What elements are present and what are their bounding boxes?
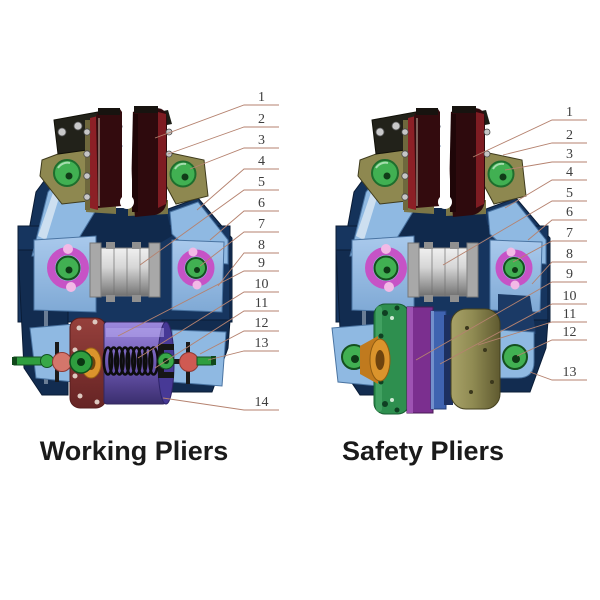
callout-number-safety-1: 1 — [566, 105, 573, 120]
callout-number-working-1: 1 — [258, 90, 265, 105]
callout-number-working-10: 10 — [255, 277, 269, 292]
callout-number-safety-5: 5 — [566, 186, 573, 201]
callout-leader-working-5 — [139, 189, 279, 266]
callout-number-safety-10: 10 — [563, 289, 577, 304]
callout-leader-working-10 — [137, 291, 279, 359]
callout-number-working-6: 6 — [258, 196, 265, 211]
callout-number-safety-6: 6 — [566, 205, 573, 220]
callout-leader-safety-2 — [502, 142, 587, 156]
callout-leader-working-13 — [207, 350, 279, 361]
callout-leader-safety-1 — [472, 119, 587, 158]
safety-pliers-bottom — [331, 294, 536, 415]
callout-leader-working-1 — [154, 104, 279, 139]
callout-number-safety-13: 13 — [563, 365, 577, 380]
callout-leader-safety-11 — [477, 321, 587, 346]
callout-leader-working-3 — [189, 147, 279, 170]
callout-number-working-12: 12 — [255, 316, 269, 331]
callout-leader-safety-3 — [504, 161, 587, 171]
callout-number-working-13: 13 — [255, 336, 269, 351]
callout-number-safety-3: 3 — [566, 147, 573, 162]
callout-number-working-11: 11 — [255, 296, 268, 311]
callout-leader-safety-5 — [442, 200, 587, 266]
coil-spring — [102, 346, 160, 376]
working-pliers-bottom — [12, 317, 227, 409]
callout-number-safety-11: 11 — [563, 307, 576, 322]
callout-number-safety-12: 12 — [563, 325, 577, 340]
callout-leader-working-4 — [196, 168, 279, 211]
callout-number-working-5: 5 — [258, 175, 265, 190]
knob-red-right — [179, 352, 199, 372]
callout-leader-working-8 — [217, 252, 279, 287]
callout-number-safety-8: 8 — [566, 247, 573, 262]
callout-leader-working-6 — [209, 210, 279, 241]
callout-number-safety-4: 4 — [566, 165, 573, 180]
callout-leader-safety-10 — [439, 303, 587, 365]
callout-leader-working-11 — [154, 310, 279, 369]
callout-leader-safety-13 — [529, 371, 587, 381]
callout-leader-safety-7 — [512, 240, 587, 263]
callout-number-working-8: 8 — [258, 238, 265, 253]
callout-number-working-3: 3 — [258, 133, 265, 148]
callout-leader-working-7 — [199, 231, 279, 267]
disc-navy — [444, 315, 453, 405]
lower-panel-left — [29, 323, 75, 383]
callout-leader-safety-4 — [504, 179, 587, 209]
callout-leader-safety-12 — [516, 339, 587, 357]
callout-number-working-9: 9 — [258, 256, 265, 271]
callout-number-safety-9: 9 — [566, 267, 573, 282]
axle-fitting-left — [12, 342, 93, 382]
right-bracket — [498, 294, 536, 334]
caption-working-pliers: Working Pliers — [39, 436, 229, 466]
callout-leader-working-14 — [162, 397, 279, 411]
drum-olive — [450, 308, 501, 410]
callout-leader-working-12 — [199, 330, 279, 355]
callout-leader-safety-8 — [531, 261, 587, 285]
disc-stack — [360, 303, 501, 415]
callout-number-safety-2: 2 — [566, 128, 573, 143]
callout-leader-safety-9 — [415, 281, 587, 361]
callout-leader-working-9 — [117, 270, 279, 337]
knob-red-left — [52, 352, 72, 372]
callout-leader-safety-6 — [527, 219, 587, 241]
callout-number-working-7: 7 — [258, 217, 265, 232]
callout-number-working-2: 2 — [258, 112, 265, 127]
callout-number-working-4: 4 — [258, 154, 265, 169]
caption-safety-pliers: Safety Pliers — [341, 436, 505, 466]
callout-number-working-14: 14 — [255, 395, 269, 410]
callout-number-safety-7: 7 — [566, 226, 573, 241]
callout-leader-working-2 — [167, 126, 279, 155]
